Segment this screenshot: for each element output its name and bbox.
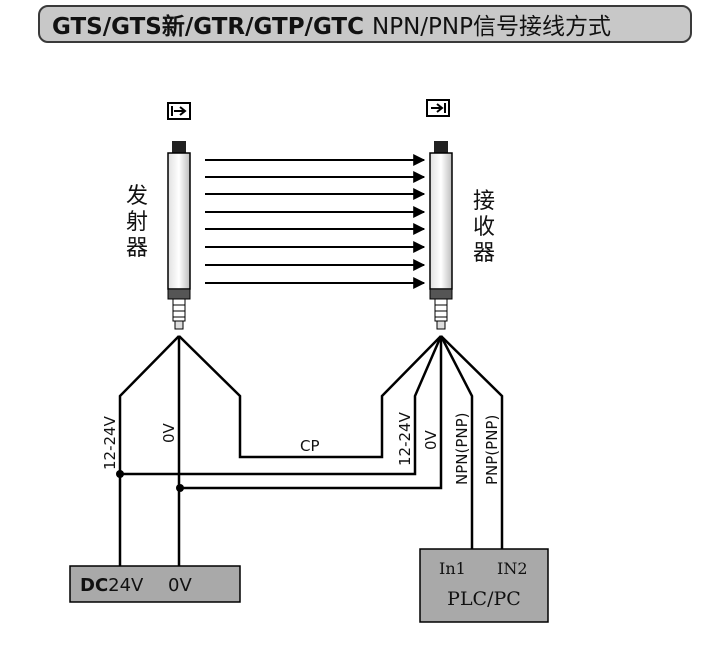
emitter-wires: [118, 335, 442, 566]
emitter-voltage-label: 12-24V: [101, 415, 119, 470]
dc-voltage-label: 24V: [108, 575, 144, 596]
receiver-label-char: 接: [473, 189, 495, 214]
receiver-symbol-icon: [426, 99, 450, 117]
title-subtitle: NPN/PNP信号接线方式: [372, 14, 611, 40]
pnp-output-label: PNP(PNP): [483, 415, 501, 485]
emitter-label-char: 发: [126, 184, 148, 209]
dc-label: DC: [80, 575, 108, 596]
plc-name-label: PLC/PC: [447, 588, 521, 610]
receiver-label-char: 收: [473, 215, 495, 240]
npn-output-label: NPN(PNP): [453, 412, 471, 485]
cp-label: CP: [300, 437, 320, 455]
receiver-0v-label: 0V: [422, 429, 440, 450]
power-supply-box: DC24V 0V: [69, 565, 241, 603]
receiver-voltage-label: 12-24V: [396, 411, 414, 466]
emitter-bar: [167, 141, 191, 330]
junction-dot: [116, 470, 124, 478]
emitter-0v-label: 0V: [160, 422, 178, 443]
emitter-symbol-icon: [167, 102, 191, 120]
svg-text:DC24V: DC24V: [80, 575, 144, 596]
title-models: GTS/GTS新/GTR/GTP/GTC: [52, 14, 364, 40]
receiver-bar: [429, 141, 453, 330]
title-bar: GTS/GTS新/GTR/GTP/GTC NPN/PNP信号接线方式: [38, 5, 692, 43]
plc-in1-label: In1: [439, 559, 466, 578]
plc-in2-label: IN2: [497, 559, 528, 578]
beam-arrows: [205, 154, 426, 289]
emitter-label-char: 器: [126, 236, 148, 261]
dc-zero-label: 0V: [168, 575, 192, 596]
emitter-label-char: 射: [126, 210, 148, 235]
plc-box: In1 IN2 PLC/PC: [419, 548, 549, 623]
receiver-wires: [120, 335, 504, 549]
receiver-label-char: 器: [473, 241, 495, 266]
junction-dot: [176, 484, 184, 492]
